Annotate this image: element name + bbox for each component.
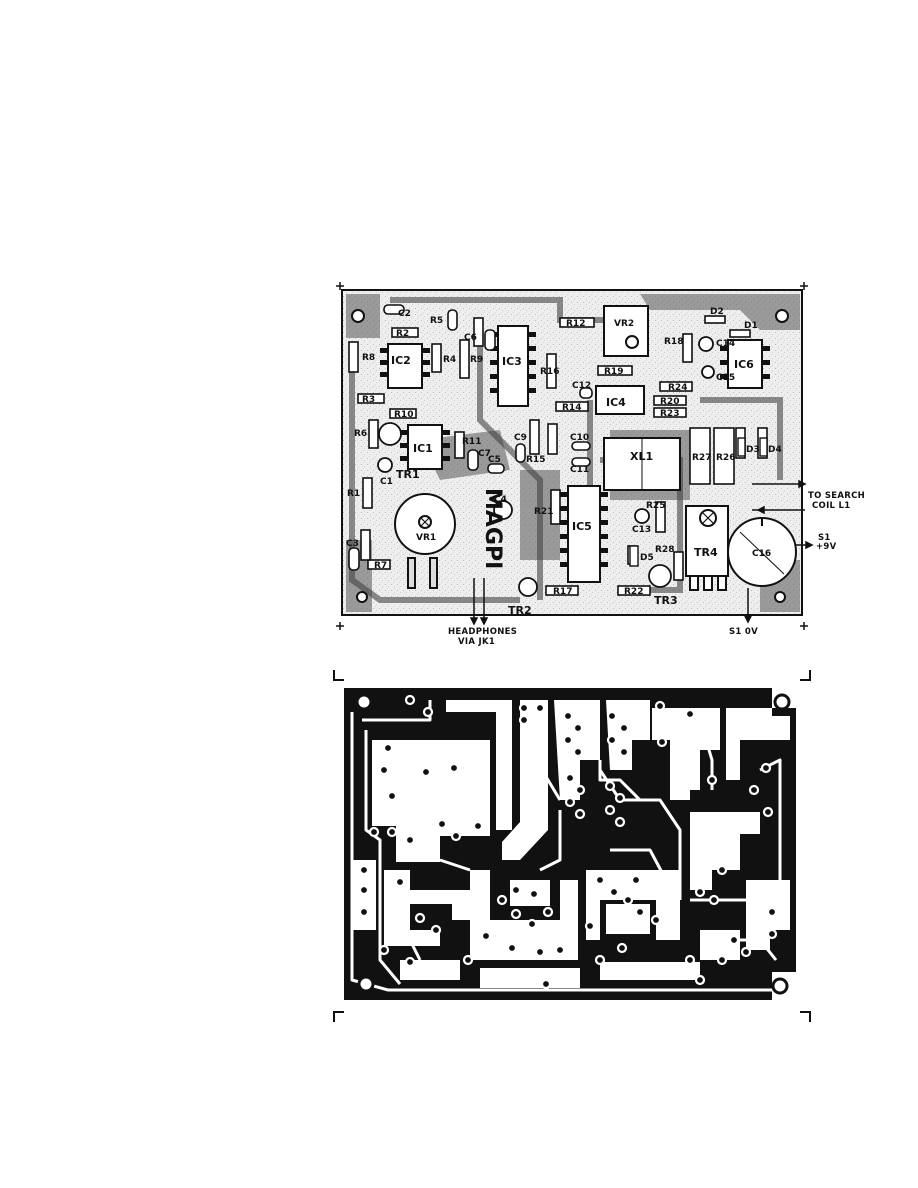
label-r6: R6 (354, 429, 367, 439)
pot-vr1 (394, 493, 456, 589)
label-r23: R23 (660, 409, 679, 419)
crystal-xl1 (603, 437, 681, 491)
label-r20: R20 (660, 397, 679, 407)
label-d4: D4 (768, 445, 782, 455)
label-r8: R8 (362, 353, 375, 363)
label-ic3: IC3 (502, 355, 522, 368)
label-r26: R26 (716, 453, 735, 463)
label-r12: R12 (566, 319, 585, 329)
label-r4: R4 (443, 355, 456, 365)
label-c12: C12 (572, 381, 591, 391)
label-r11: R11 (462, 437, 481, 447)
copper-mount-holes (355, 693, 791, 995)
label-c16: C16 (752, 549, 771, 559)
headphones-label-1: HEADPHONES (448, 627, 517, 637)
label-r21: R21 (534, 507, 553, 517)
external-labels: TO SEARCH COIL L1 S1 +9V S1 0V HEADPHONE… (448, 491, 865, 647)
label-r18: R18 (664, 337, 683, 347)
label-c13: C13 (632, 525, 651, 535)
label-c2: C2 (398, 309, 411, 319)
label-vr1: VR1 (416, 533, 436, 543)
crop-marks (333, 670, 811, 1022)
label-r14: R14 (562, 403, 581, 413)
ic-packages (387, 325, 763, 583)
label-ic2: IC2 (391, 354, 411, 367)
label-d1: D1 (744, 321, 758, 331)
label-c5: C5 (488, 455, 501, 465)
component-layout: IC2 IC1 IC3 IC4 IC5 IC6 TR1 TR2 TR3 TR4 … (336, 282, 865, 647)
label-ic6: IC6 (734, 358, 754, 371)
label-r15: R15 (526, 455, 545, 465)
label-d2: D2 (710, 307, 724, 317)
transistors (378, 422, 672, 597)
label-c3: C3 (346, 539, 359, 549)
search-coil-label-1: TO SEARCH (808, 491, 865, 501)
headphones-label-2: VIA JK1 (458, 637, 495, 647)
label-r1: R1 (347, 489, 360, 499)
external-connections (469, 479, 814, 626)
label-r28: R28 (655, 545, 674, 555)
label-c15: C15 (716, 373, 735, 383)
s1-zero-label: S1 0V (729, 627, 758, 637)
pot-vr2 (603, 305, 649, 357)
label-r3: R3 (362, 395, 375, 405)
label-r17: R17 (553, 587, 572, 597)
label-r2: R2 (396, 329, 409, 339)
capacitors (348, 304, 593, 571)
copper-foil: MAGPI (333, 670, 811, 1022)
electrolytic-caps (377, 336, 715, 524)
label-vr2: VR2 (614, 319, 634, 329)
component-labels: IC2 IC1 IC3 IC4 IC5 IC6 TR1 TR2 TR3 TR4 … (346, 307, 782, 617)
label-c11: C11 (570, 465, 589, 475)
label-r7: R7 (374, 561, 387, 571)
label-c4: C4 (494, 495, 507, 505)
label-xl1: XL1 (630, 450, 653, 463)
registration-marks (336, 282, 808, 630)
label-c6: C6 (464, 333, 477, 343)
label-r25: R25 (646, 501, 665, 511)
resistors (348, 315, 768, 596)
label-r16: R16 (540, 367, 559, 377)
label-d3: D3 (746, 445, 760, 455)
label-r19: R19 (604, 367, 623, 377)
label-ic5: IC5 (572, 520, 592, 533)
mounting-holes (351, 309, 789, 603)
label-tr2: TR2 (508, 604, 532, 617)
mirrored-board-mark: MAGPI (480, 488, 505, 569)
label-c10: C10 (570, 433, 589, 443)
label-c9: C9 (514, 433, 527, 443)
label-r10: R10 (394, 410, 413, 420)
label-r24: R24 (668, 383, 687, 393)
label-c14: C14 (716, 339, 735, 349)
label-d5: D5 (640, 553, 654, 563)
label-r22: R22 (624, 587, 643, 597)
s1-plus-label-1: S1 (818, 533, 831, 543)
label-tr1: TR1 (396, 468, 420, 481)
label-ic1: IC1 (413, 442, 433, 455)
label-c7: C7 (478, 449, 491, 459)
copper-board-mark: MAGPI (454, 742, 479, 808)
label-tr4: TR4 (694, 546, 718, 559)
ic-pins (380, 332, 770, 567)
diodes (629, 437, 768, 567)
regulator-tr4 (685, 505, 729, 591)
search-coil-label-2: COIL L1 (812, 501, 850, 511)
etched-regions (352, 700, 790, 988)
label-tr3: TR3 (654, 594, 678, 607)
s1-plus-label-2: +9V (816, 542, 837, 552)
label-ic4: IC4 (606, 396, 626, 409)
label-r9: R9 (470, 355, 483, 365)
label-r5: R5 (430, 316, 443, 326)
label-r27: R27 (692, 453, 711, 463)
label-c1: C1 (380, 477, 393, 487)
